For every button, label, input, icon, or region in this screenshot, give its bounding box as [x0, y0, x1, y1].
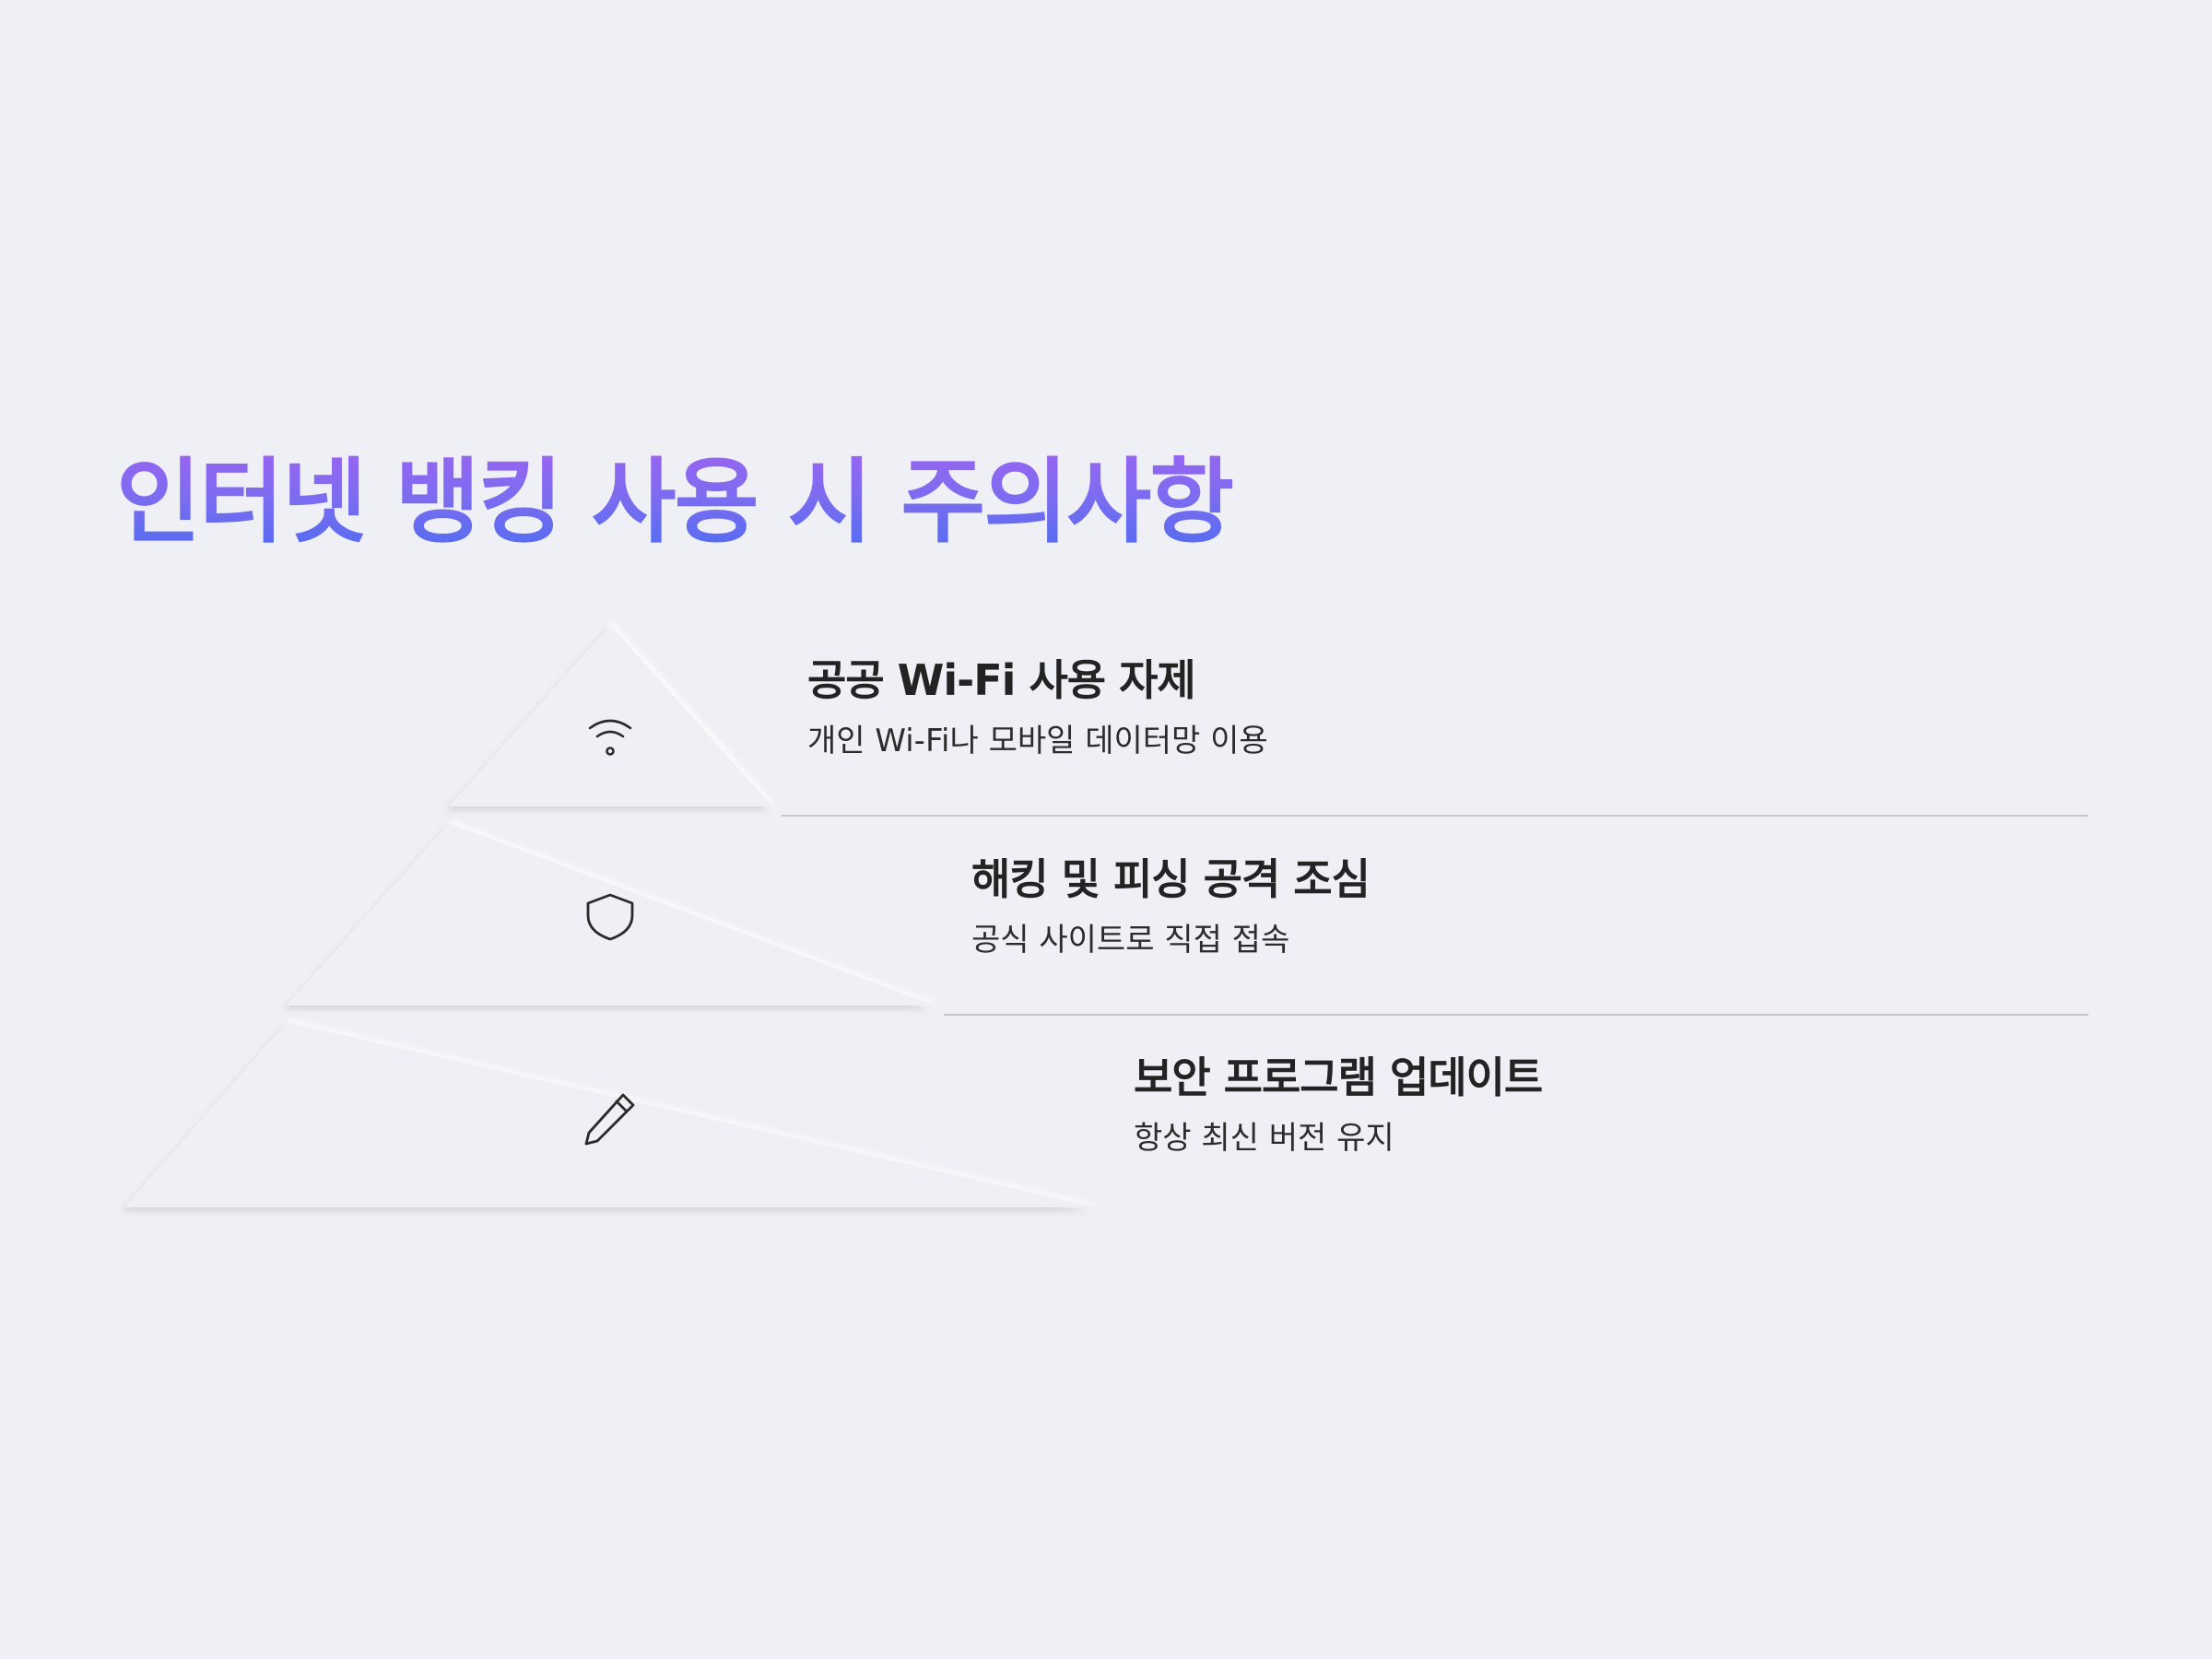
- pencil-icon: [584, 1093, 635, 1146]
- pyramid-tier-top: [449, 625, 772, 806]
- divider-1: [782, 815, 2088, 817]
- level-2-description: 공식 사이트로 직접 접속: [971, 922, 1290, 959]
- pyramid-tier-middle: [287, 823, 935, 1006]
- level-3-text: 보안 프로그램 업데이트 항상 최신 버전 유지: [1134, 1050, 1543, 1159]
- level-1-heading: 공공 Wi-Fi 사용 자제: [807, 655, 1196, 705]
- page-title: 인터넷 뱅킹 사용 시 주의사항: [116, 442, 1234, 562]
- pyramid-tier-bottom: [124, 1022, 1097, 1207]
- level-2-text: 해킹 및 피싱 공격 조심 공식 사이트로 직접 접속: [971, 852, 1371, 960]
- level-1-description: 개인 Wi-Fi나 모바일 데이터망 이용: [807, 723, 1268, 759]
- divider-2: [944, 1014, 2088, 1016]
- level-3-description: 항상 최신 버전 유지: [1134, 1120, 1394, 1157]
- level-2-heading: 해킹 및 피싱 공격 조심: [971, 854, 1371, 904]
- shield-icon: [586, 893, 634, 941]
- level-3-heading: 보안 프로그램 업데이트: [1134, 1053, 1543, 1102]
- wifi-icon: [588, 719, 632, 756]
- level-1-text: 공공 Wi-Fi 사용 자제 개인 Wi-Fi나 모바일 데이터망 이용: [807, 653, 1268, 761]
